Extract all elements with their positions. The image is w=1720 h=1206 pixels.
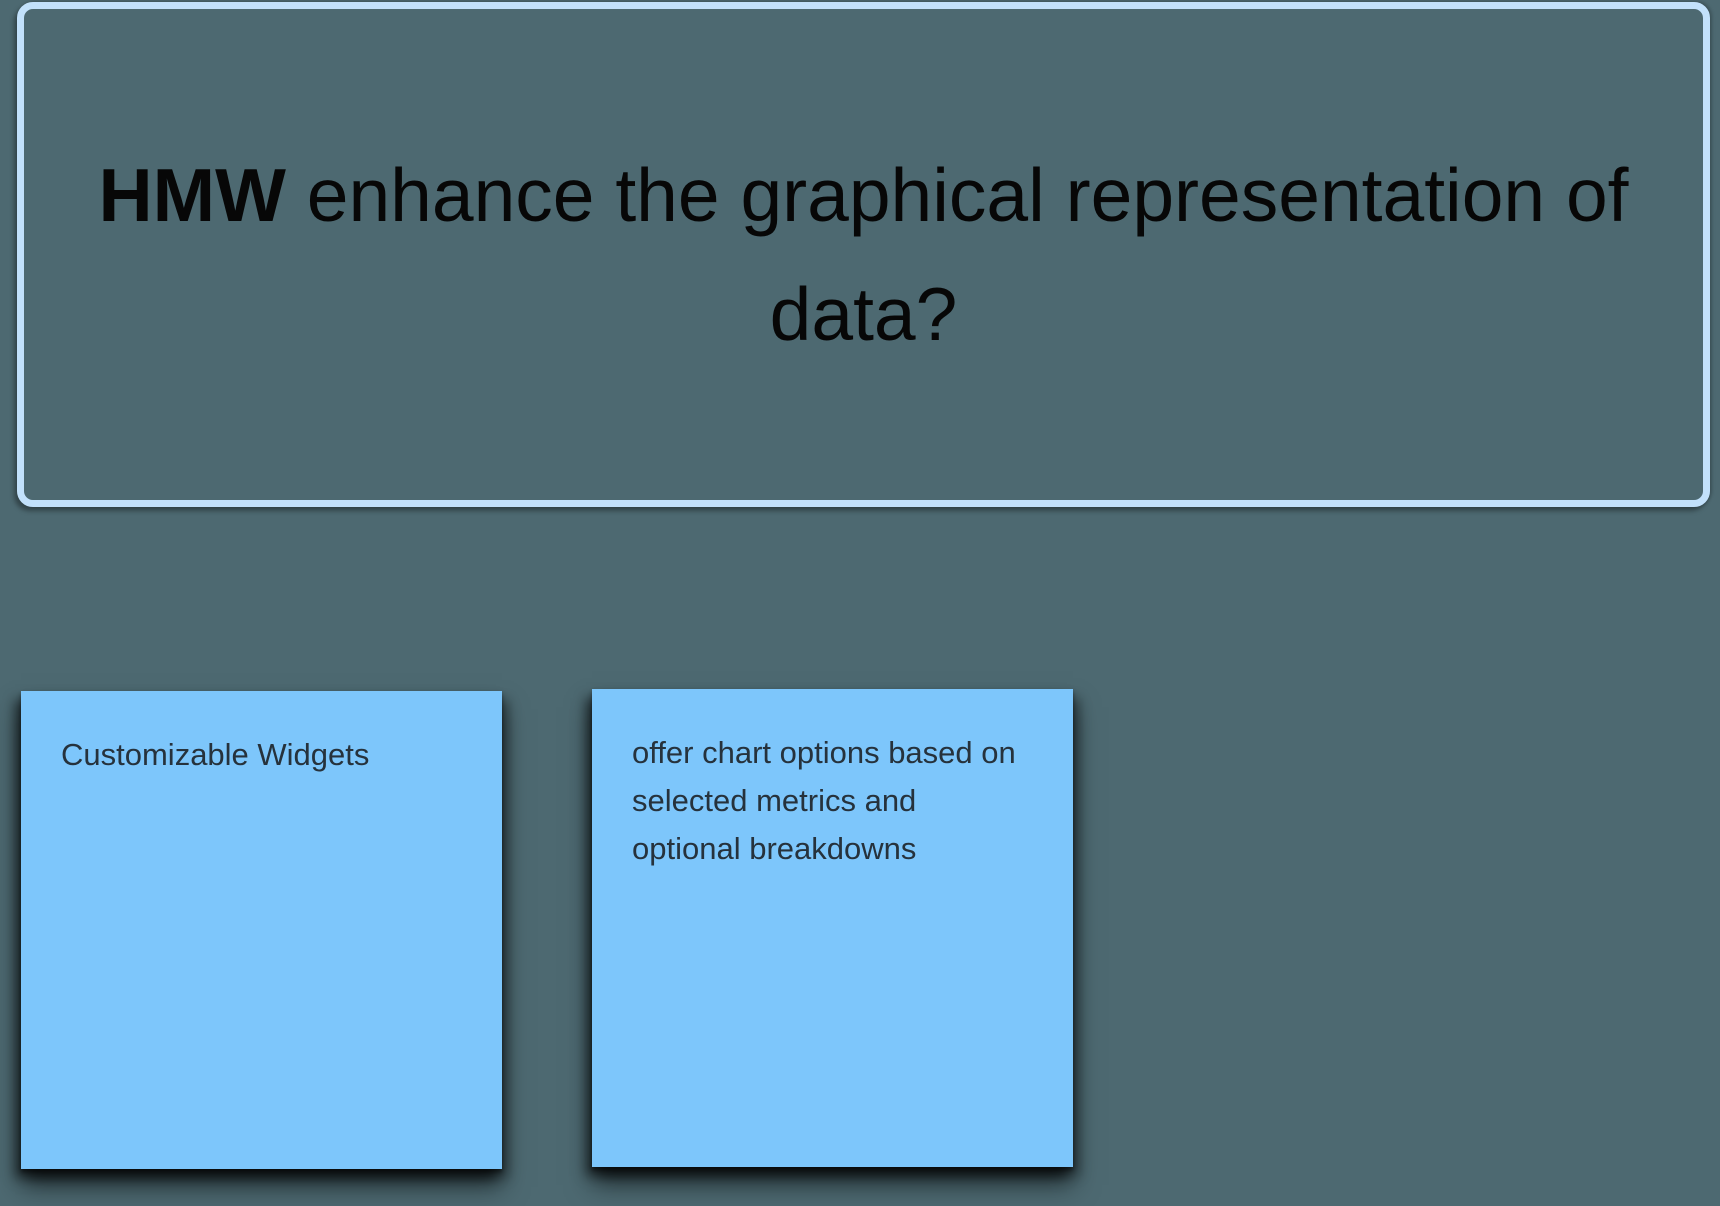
hmw-question-line1: enhance the graphical representation of: [285, 152, 1629, 237]
sticky-note-text: Customizable Widgets: [61, 737, 370, 772]
hmw-question-frame[interactable]: HMW enhance the graphical representation…: [17, 2, 1710, 507]
hmw-question-line2: data?: [769, 271, 958, 356]
sticky-note[interactable]: Customizable Widgets: [21, 691, 502, 1169]
hmw-question-text: HMW enhance the graphical representation…: [91, 136, 1636, 374]
hmw-question-bold-prefix: HMW: [98, 152, 286, 237]
sticky-note[interactable]: offer chart options based on selected me…: [592, 689, 1073, 1167]
sticky-note-text: offer chart options based on selected me…: [632, 735, 1016, 866]
